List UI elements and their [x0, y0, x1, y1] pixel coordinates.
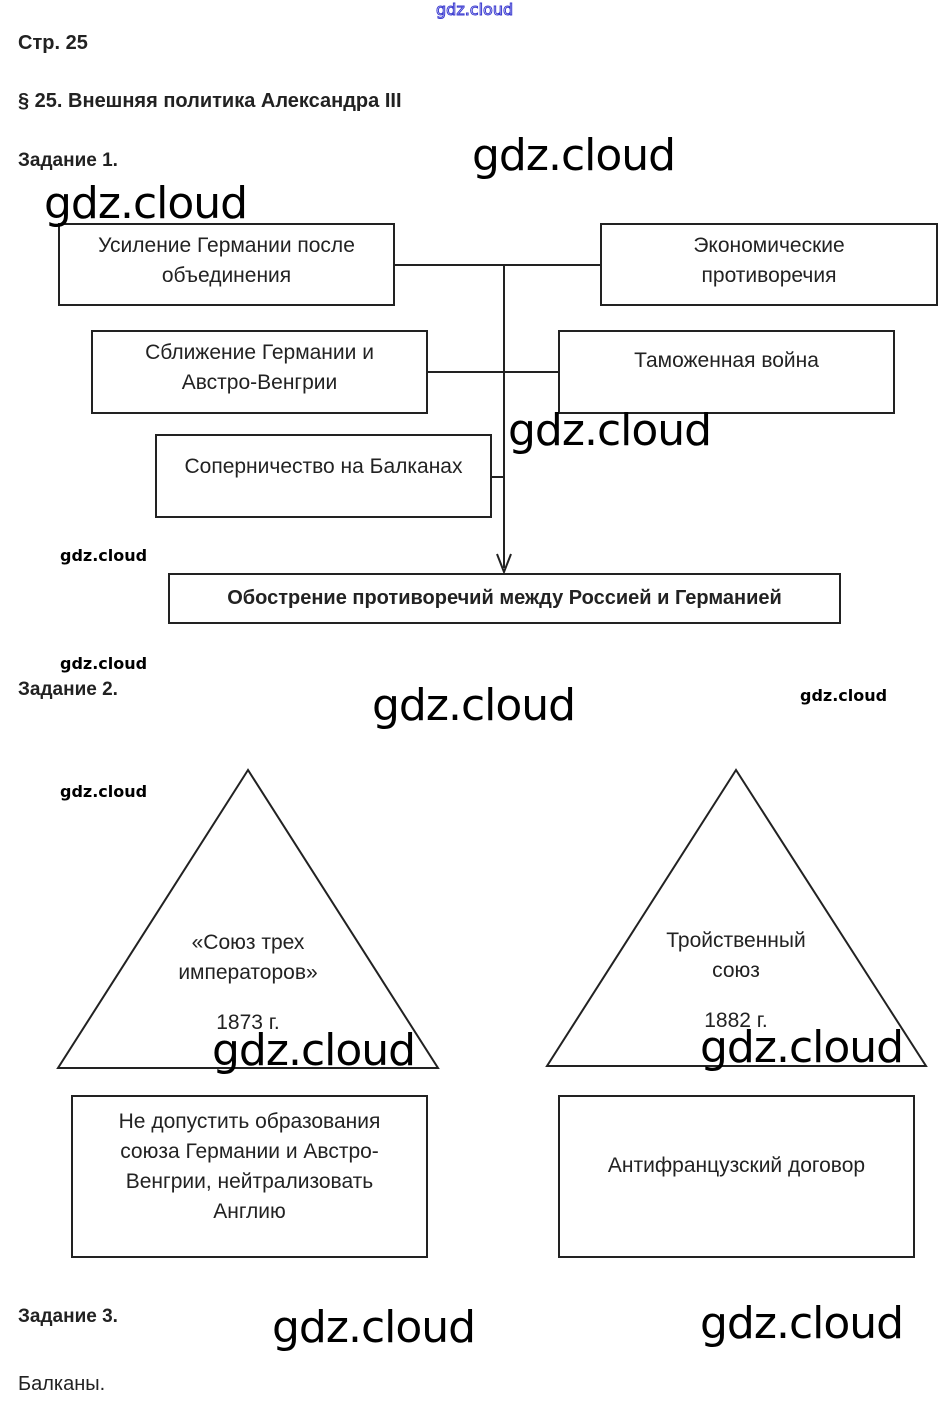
alliance-year: 1873 г.: [216, 1011, 280, 1034]
watermark: gdz.cloud: [60, 546, 148, 565]
task2-title: Задание 2.: [18, 679, 118, 700]
watermark: gdz.cloud: [372, 680, 576, 731]
task3-answer: Балканы.: [18, 1373, 106, 1395]
connector-row2: [427, 371, 559, 373]
watermark: gdz.cloud: [800, 686, 888, 705]
connector-row1: [394, 264, 602, 266]
watermark: gdz.cloud: [700, 1022, 904, 1073]
cause-box: Таможенная война: [558, 330, 895, 414]
watermark: gdz.cloud: [60, 654, 148, 673]
result-box: Обострение противоречий между Россией и …: [168, 573, 841, 624]
cause-box: Экономические противоречия: [600, 223, 938, 306]
watermark: gdz.cloud: [60, 782, 148, 801]
alliance-year: 1882 г.: [704, 1009, 768, 1032]
page-label: Стр. 25: [18, 32, 88, 54]
watermark: gdz.cloud: [472, 130, 676, 181]
connector-trunk: [503, 264, 505, 568]
cause-box: Усиление Германии после объединения: [58, 223, 395, 306]
task3-title: Задание 3.: [18, 1306, 118, 1327]
alliance-name: Тройственный союз: [666, 929, 806, 982]
cause-box: Сближение Германии и Австро-Венгрии: [91, 330, 428, 414]
arrow-down-icon: [496, 553, 512, 575]
watermark: gdz.cloud: [272, 1302, 476, 1353]
alliance-goal-box: Не допустить образования союза Германии …: [71, 1095, 428, 1258]
alliance-goal-box: Антифранцузский договор: [558, 1095, 915, 1258]
triangle-left: [56, 768, 440, 1069]
watermark-top: gdz.cloud: [435, 0, 514, 20]
alliance-name: «Союз трех императоров»: [178, 931, 318, 984]
watermark: gdz.cloud: [44, 178, 248, 229]
triangle-right: [545, 768, 928, 1067]
connector-row3: [491, 476, 505, 478]
task1-title: Задание 1.: [18, 150, 118, 171]
section-title: § 25. Внешняя политика Александра III: [18, 90, 402, 112]
watermark: gdz.cloud: [508, 405, 712, 456]
watermark: gdz.cloud: [700, 1298, 904, 1349]
cause-box: Соперничество на Балканах: [155, 434, 492, 518]
watermark: gdz.cloud: [212, 1025, 416, 1076]
